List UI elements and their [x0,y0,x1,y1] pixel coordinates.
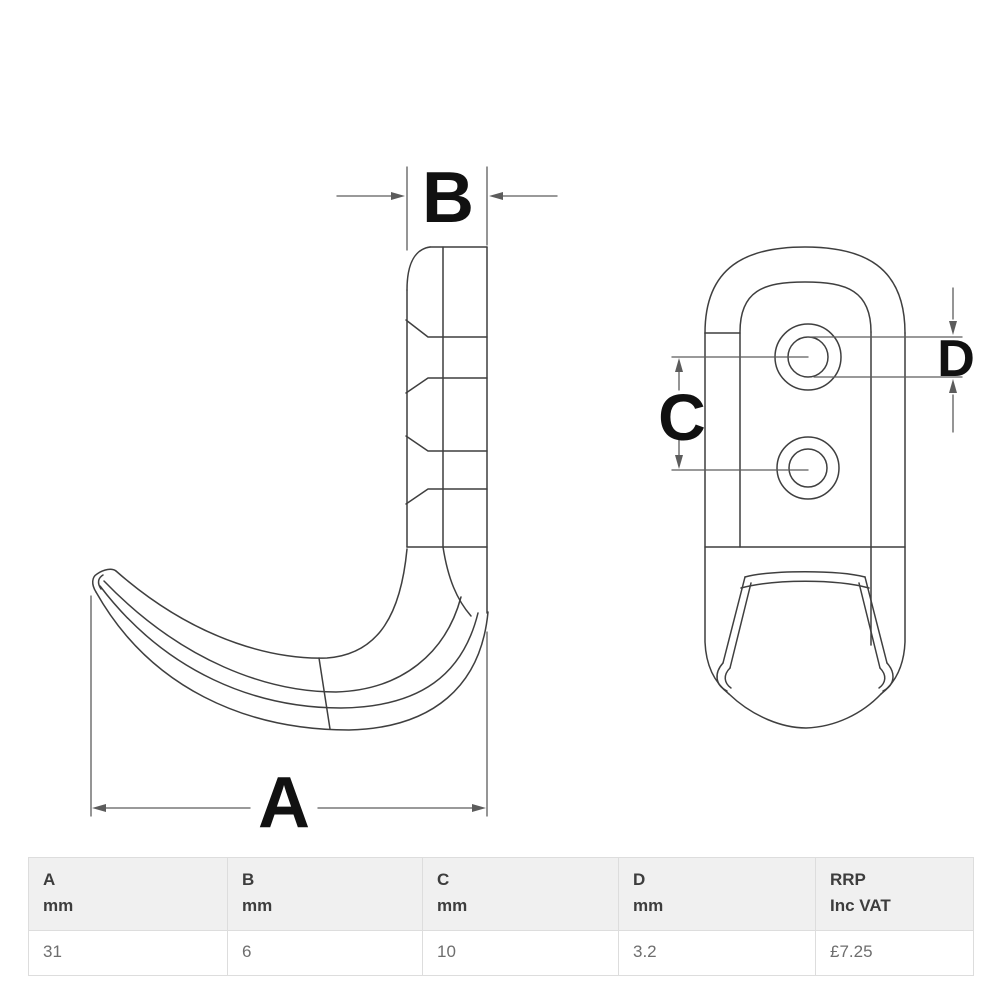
hook-front-right-slant-2 [858,582,881,669]
header-line: C [437,870,450,889]
arrowhead-b-left [391,192,405,200]
hook-front-left-slant [722,576,746,664]
value-a-mm: 31 [28,929,228,977]
arrowhead-c-top [675,358,683,372]
dimension-labels: A B C D [258,158,975,843]
arrowhead-d-top [949,321,957,335]
curve-section-line [318,657,331,730]
side-view-hook-outline [92,246,489,731]
value-b-mm: 6 [227,929,423,977]
col-header-b: B mm [227,857,423,931]
plate-outer-left [704,332,730,695]
bottom-hole-outer-circle [776,436,840,500]
hook-front-right-curl-2 [878,667,886,689]
col-header-a: A mm [28,857,228,931]
shaft-rib-2 [405,377,488,394]
hook-tip-inner-line [97,574,104,590]
hook-front-top-edge [744,571,866,578]
hook-front-bottom-curve [728,693,882,729]
spec-values-row: 31 6 10 3.2 £7.25 [28,929,974,977]
arrowhead-a-left [92,804,106,812]
arrowhead-a-right [472,804,486,812]
arrowhead-c-bottom [675,455,683,469]
hook-curve-mid-1 [103,580,462,693]
dimension-label-d: D [937,330,975,388]
col-header-rrp: RRP Inc VAT [815,857,974,931]
hook-curve-mid-3 [442,546,472,617]
spec-table: A mm B mm C mm D mm RRP Inc VAT [28,857,974,977]
value-rrp: £7.25 [815,929,974,977]
hook-front-left-slant-2 [729,582,752,669]
shaft-rib-3 [405,435,488,452]
spec-header-row: A mm B mm C mm D mm RRP Inc VAT [28,857,974,931]
hook-front-top-edge-2 [740,580,870,589]
hook-curve-outer [95,591,489,731]
plate-outer-right [880,332,906,695]
header-line: D [633,870,646,889]
header-line: B [242,870,255,889]
dimension-label-b: B [422,158,474,238]
shaft-rib-4 [405,488,488,505]
arrowhead-d-bottom [949,379,957,393]
col-header-c: C mm [422,857,619,931]
col-header-d: D mm [618,857,816,931]
header-line: mm [633,896,664,916]
shaft-rib-1 [405,319,488,338]
hook-tip-face [92,568,117,593]
header-line: mm [242,896,273,916]
hook-curve-mid-2 [99,585,479,709]
header-line: A [43,870,56,889]
header-line: RRP [830,870,866,889]
header-line: mm [43,896,74,916]
hook-front-right-curl [882,662,894,692]
value-c-mm: 10 [422,929,619,977]
dimension-lines [90,166,963,817]
plate-outer-arc [704,246,906,334]
header-line: Inc VAT [830,896,891,916]
hook-curve-inner [115,548,408,659]
dimension-label-a: A [258,763,310,843]
technical-drawing: A B C D [90,158,975,843]
hook-front-left-curl [716,662,728,692]
value-d-mm: 3.2 [618,929,816,977]
dimension-label-c: C [658,380,706,454]
header-line: mm [437,896,468,916]
arrowhead-b-right [489,192,503,200]
shaft-top-corner [406,246,431,291]
bottom-hole-inner-circle [788,448,828,488]
hook-front-left-curl-2 [724,667,732,689]
front-view-hook-outline [704,246,906,729]
plate-inner-arc [739,281,872,548]
hook-front-right-slant [864,576,888,664]
dimension-arrowheads [92,192,957,812]
